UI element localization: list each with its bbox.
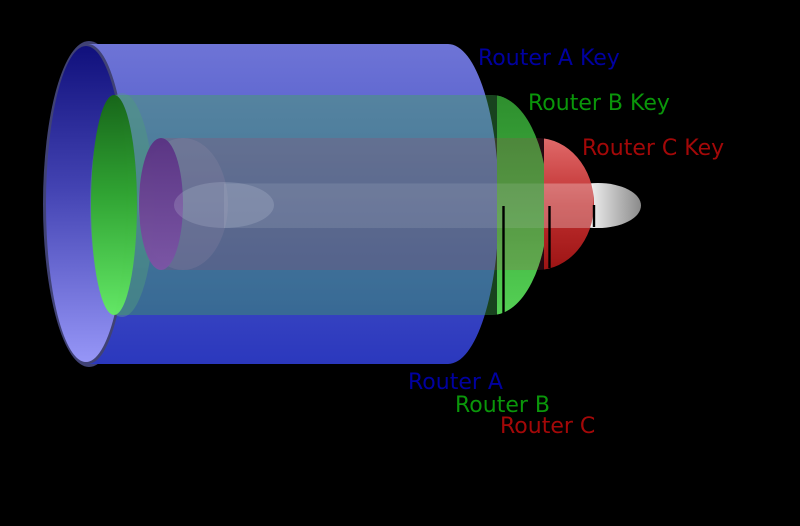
router-b-layer-bulge (497, 95, 548, 315)
router-c-layer-bulge (544, 138, 594, 270)
payload-highlight-band (544, 183, 593, 228)
router-c-layer-body (161, 138, 594, 270)
router-b-layer-body (114, 95, 548, 315)
label-router-a-key: Router A Key (478, 46, 620, 71)
router-c-layer-cap (139, 138, 183, 270)
label-router-c-key: Router C Key (582, 136, 724, 161)
label-router-b-key: Router B Key (528, 91, 670, 116)
router-a-layer-body (88, 44, 499, 364)
label-router-a: Router A (408, 370, 503, 395)
router-b-layer-cap (91, 95, 137, 315)
label-router-c: Router C (500, 414, 595, 439)
payload-body-band (224, 183, 546, 228)
label-router-b: Router B (455, 393, 550, 418)
payload-left-cap (174, 182, 274, 228)
